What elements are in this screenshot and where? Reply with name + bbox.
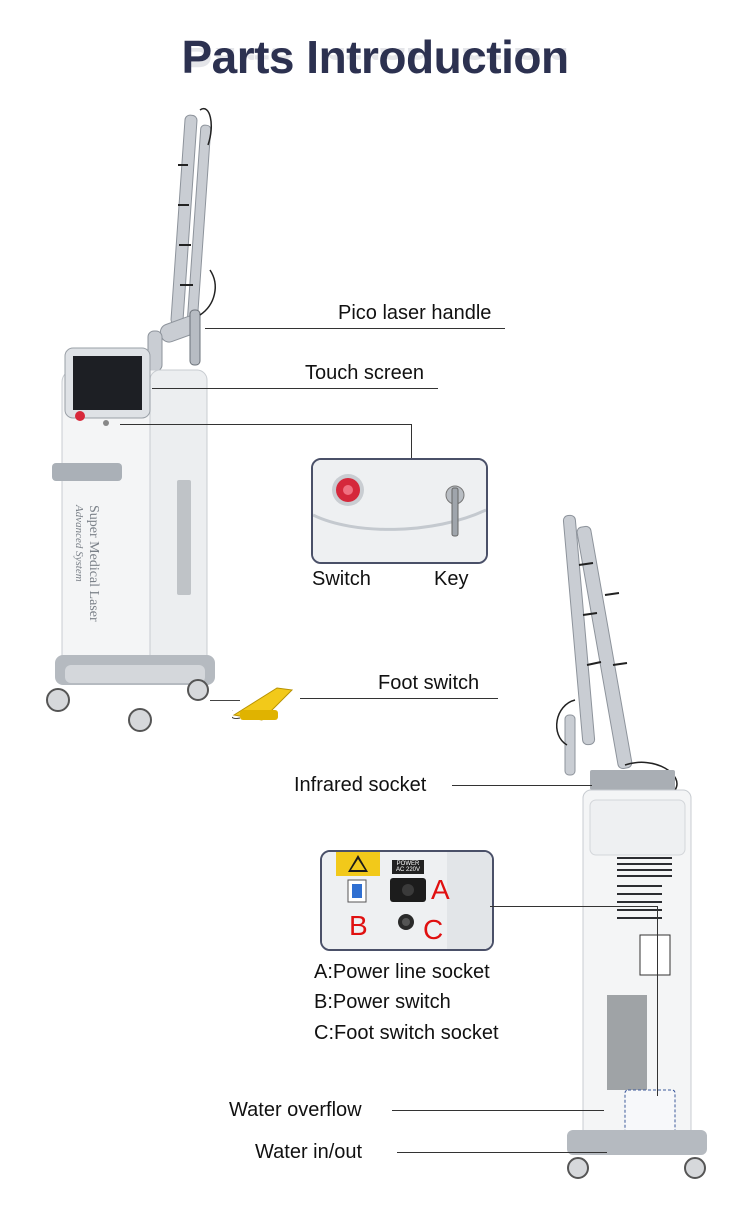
svg-text:Super Medical Laser: Super Medical Laser	[86, 505, 101, 622]
switch-key-leader-line	[120, 424, 412, 425]
touch-screen-shape	[64, 347, 151, 419]
legend-item-c: C:Foot switch socket	[314, 1022, 499, 1044]
water-overflow-label: Water overflow	[229, 1099, 362, 1121]
switch-key-leader-vertical	[411, 424, 412, 459]
machine-branding: Advanced System Super Medical Laser	[73, 504, 101, 622]
legend-item-a: A:Power line socket	[314, 961, 490, 983]
foot-pedal-illustration	[232, 680, 302, 725]
letter-c: C	[423, 914, 444, 945]
infrared-socket-label: Infrared socket	[294, 774, 427, 796]
power-rating-label: POWER AC 220V	[395, 861, 420, 873]
letter-b: B	[349, 910, 368, 941]
front-machine-illustration: Advanced System Super Medical Laser	[40, 105, 310, 745]
pico-handle-label: Pico laser handle	[338, 302, 492, 324]
key-label: Key	[434, 568, 469, 590]
pico-handle	[189, 309, 201, 366]
water-in-out-leader-line	[397, 1152, 607, 1153]
rear-machine-illustration	[545, 505, 720, 1195]
foot-switch-leader-line	[300, 698, 498, 699]
articulated-arm	[147, 114, 212, 372]
page-title: Parts Introduction	[181, 31, 569, 83]
foot-switch-label: Foot switch	[378, 672, 480, 694]
page-title-reflection: Parts Introduction	[181, 48, 569, 77]
key-shape	[451, 487, 459, 537]
rear-panel-leader-line	[490, 906, 658, 907]
legend-item-b: B:Power switch	[314, 991, 451, 1013]
switch-label: Switch	[312, 568, 371, 590]
foot-pedal-cable	[210, 700, 240, 701]
water-in-out-label: Water in/out	[255, 1141, 363, 1163]
pico-handle-leader-line	[205, 328, 505, 329]
infrared-socket-leader-line	[452, 785, 592, 786]
touch-screen-label: Touch screen	[305, 362, 424, 384]
letter-a: A	[431, 874, 450, 905]
svg-text:Advanced System: Advanced System	[73, 504, 85, 582]
rear-panel-leader-vertical	[657, 906, 658, 1096]
switch-key-inset	[311, 458, 488, 564]
touch-screen-leader-line	[152, 388, 438, 389]
rear-panel-inset: POWER AC 220V A B C	[320, 850, 494, 951]
water-overflow-leader-line	[392, 1110, 604, 1111]
